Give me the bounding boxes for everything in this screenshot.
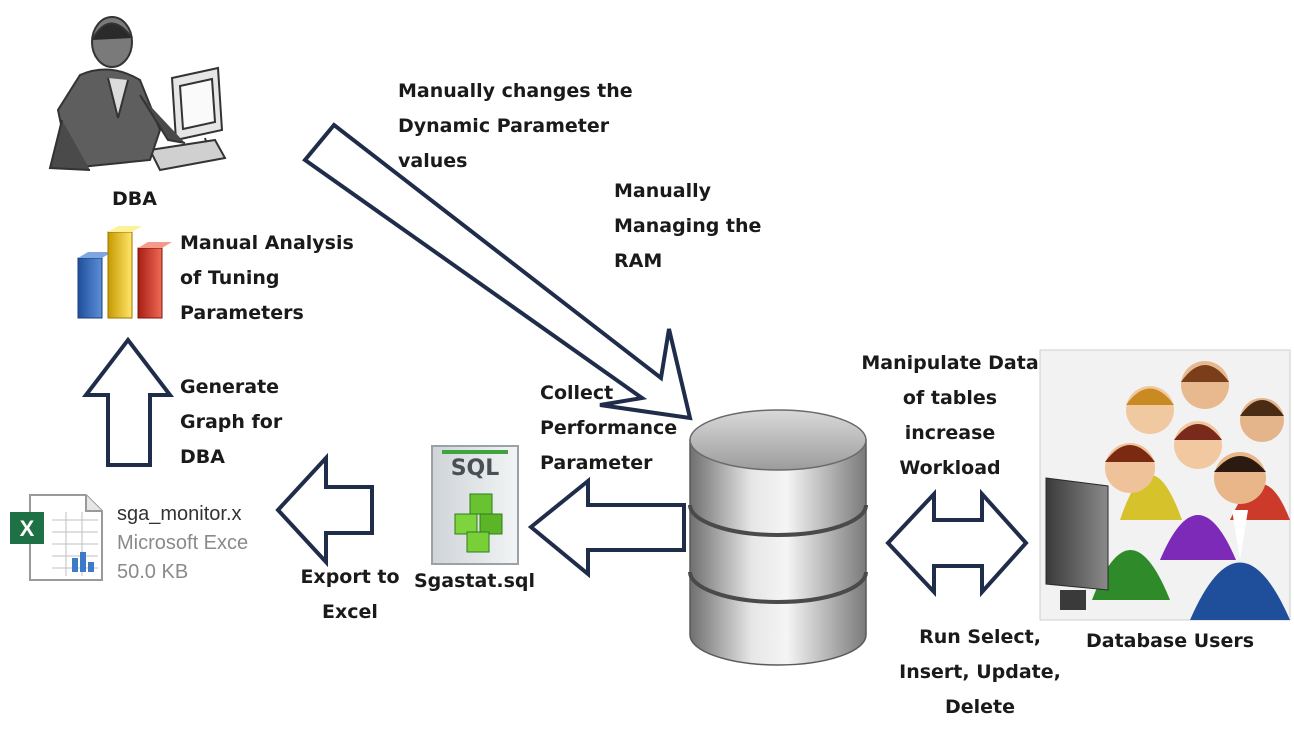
run-select-line: Insert, Update, bbox=[899, 661, 1061, 683]
run-select-line: Delete bbox=[944, 696, 1016, 718]
export-arrow bbox=[275, 452, 374, 568]
manipulate-data-label: Manipulate Data of tables increase Workl… bbox=[850, 346, 1050, 486]
database-users-label: Database Users bbox=[1086, 630, 1255, 652]
excel-file-info: sga_monitor.x Microsoft Exce 50.0 KB bbox=[117, 500, 248, 587]
excel-file-size: 50.0 KB bbox=[117, 561, 189, 583]
manipulate-data-line: increase bbox=[904, 422, 996, 444]
collect-performance-line: Collect bbox=[540, 382, 614, 404]
excel-file-icon: X bbox=[10, 494, 103, 581]
collect-arrow bbox=[527, 476, 686, 579]
manipulate-data-line: Manipulate Data bbox=[861, 352, 1039, 374]
database-icon bbox=[688, 409, 868, 666]
generate-graph-line: DBA bbox=[180, 446, 225, 468]
generate-graph-arrow bbox=[81, 336, 175, 467]
excel-file-name: sga_monitor.x bbox=[117, 503, 242, 525]
manipulate-data-line: Workload bbox=[899, 457, 1001, 479]
workload-double-arrow bbox=[885, 488, 1029, 598]
export-to-excel-line: Excel bbox=[322, 601, 378, 623]
generate-graph-label: Generate Graph for DBA bbox=[180, 370, 282, 475]
manually-changes-line: values bbox=[398, 150, 468, 172]
manual-analysis-label: Manual Analysis of Tuning Parameters bbox=[180, 226, 354, 331]
manipulate-data-line: of tables bbox=[902, 387, 998, 409]
collect-performance-line: Performance bbox=[540, 417, 678, 439]
bar-chart-icon bbox=[77, 226, 172, 319]
svg-text:X: X bbox=[20, 516, 35, 541]
manually-managing-line: RAM bbox=[614, 250, 663, 272]
manually-managing-label: Manually Managing the RAM bbox=[614, 174, 761, 279]
manual-change-arrow bbox=[302, 122, 693, 421]
dba-label: DBA bbox=[112, 188, 157, 210]
collect-performance-label: Collect Performance Parameter bbox=[540, 376, 677, 481]
manual-analysis-line: of Tuning bbox=[180, 267, 280, 289]
sql-icon bbox=[431, 445, 519, 565]
dba-icon bbox=[48, 16, 227, 172]
run-select-line: Run Select, bbox=[919, 626, 1041, 648]
generate-graph-line: Generate bbox=[180, 376, 280, 398]
manual-analysis-line: Parameters bbox=[180, 302, 304, 324]
generate-graph-line: Graph for bbox=[180, 411, 283, 433]
export-to-excel-label: Export to Excel bbox=[290, 560, 410, 630]
manually-managing-line: Manually bbox=[614, 180, 712, 202]
excel-file-type: Microsoft Exce bbox=[117, 532, 249, 554]
collect-performance-line: Parameter bbox=[540, 452, 653, 474]
manually-managing-line: Managing the bbox=[614, 215, 762, 237]
manually-changes-line: Dynamic Parameter bbox=[398, 115, 610, 137]
export-to-excel-line: Export to bbox=[300, 566, 400, 588]
manual-analysis-line: Manual Analysis bbox=[180, 232, 354, 254]
run-select-label: Run Select, Insert, Update, Delete bbox=[880, 620, 1080, 725]
users-group-icon bbox=[1039, 349, 1291, 621]
manually-changes-line: Manually changes the bbox=[398, 80, 633, 102]
sgastat-sql-label: Sgastat.sql bbox=[414, 570, 536, 592]
manually-changes-label: Manually changes the Dynamic Parameter v… bbox=[398, 74, 633, 179]
sql-icon-text: SQL bbox=[450, 456, 500, 481]
